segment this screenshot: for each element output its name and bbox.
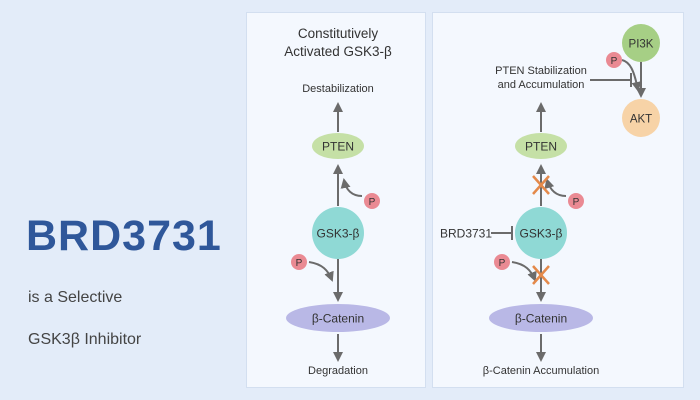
right-akt-phospho-label: P <box>611 56 618 67</box>
right-pten-block-cross-b <box>532 175 550 195</box>
catenin-accumulation-label: β-Catenin Accumulation <box>483 365 599 377</box>
left-phospho-catenin-arrow <box>308 261 334 282</box>
left-pten-phospho-badge <box>364 193 380 209</box>
left-title-line-2: Activated GSK3-β <box>284 44 392 59</box>
left-pten-phospho-label: P <box>369 197 376 208</box>
right-pten-phospho-label: P <box>573 197 580 208</box>
right-pten-phospho-badge <box>568 193 584 209</box>
left-destabilization-label: Destabilization <box>302 83 374 95</box>
left-gsk3b-label: GSK3-β <box>317 227 360 241</box>
left-title-line-1: Constitutively <box>298 26 379 41</box>
right-gsk3b-node <box>515 207 567 259</box>
right-catenin-node <box>489 304 593 332</box>
left-degradation-label: Degradation <box>308 365 368 377</box>
right-catenin-label: β-Catenin <box>515 312 567 326</box>
pten-stabilization-line-1: PTEN Stabilization <box>495 65 587 77</box>
right-phospho-akt-arrow <box>621 59 642 92</box>
right-pten-node <box>515 133 567 159</box>
right-catenin-phospho-label: P <box>499 258 506 269</box>
pten-stabilization-line-2: and Accumulation <box>498 79 585 91</box>
right-gsk3b-label: GSK3-β <box>520 227 563 241</box>
left-gsk3b-node <box>312 207 364 259</box>
left-catenin-label: β-Catenin <box>312 312 364 326</box>
akt-node <box>622 99 660 137</box>
subtitle-line-2: GSK3β Inhibitor <box>28 331 142 348</box>
left-phospho-pten-arrow <box>340 178 363 197</box>
brd3731-label: BRD3731 <box>440 227 492 241</box>
right-pten-label: PTEN <box>525 140 557 154</box>
akt-label: AKT <box>630 114 652 126</box>
left-pten-label: PTEN <box>322 140 354 154</box>
right-akt-phospho-badge <box>606 52 622 68</box>
left-catenin-phospho-label: P <box>296 258 303 269</box>
right-phospho-pten-arrow <box>544 178 567 197</box>
subtitle-line-1: is a Selective <box>28 289 123 306</box>
right-catenin-block-cross-b <box>532 265 550 285</box>
right-catenin-phospho-badge <box>494 254 510 270</box>
pi3k-label: PI3K <box>629 39 654 51</box>
pi3k-node <box>622 24 660 62</box>
right-phospho-catenin-arrow <box>511 261 537 282</box>
left-catenin-node <box>286 304 390 332</box>
main-title: BRD3731 <box>26 212 222 260</box>
left-catenin-phospho-badge <box>291 254 307 270</box>
left-pten-node <box>312 133 364 159</box>
